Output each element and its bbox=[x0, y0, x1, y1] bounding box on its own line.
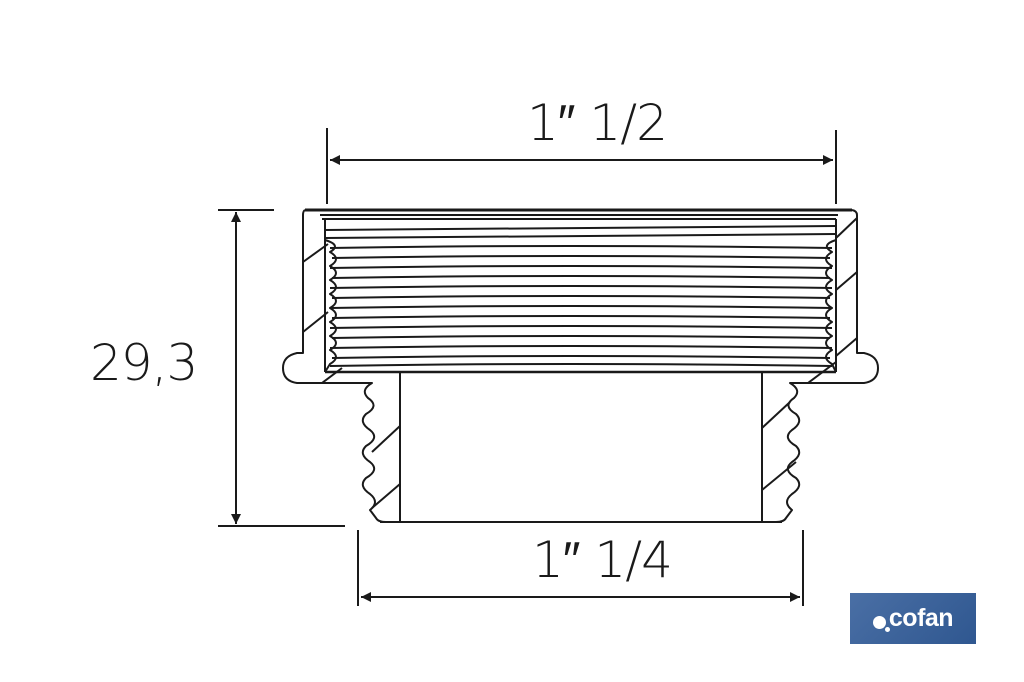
cofan-logo: cofan bbox=[850, 593, 976, 644]
dimension-label-height: 29,3 bbox=[90, 334, 198, 392]
dimension-label-top: 1″ 1/2 bbox=[527, 94, 668, 152]
dimension-top bbox=[326, 128, 837, 204]
dimension-left bbox=[218, 209, 345, 527]
logo-text: cofan bbox=[888, 604, 954, 632]
fitting-body bbox=[282, 208, 879, 523]
dimension-bottom bbox=[357, 530, 804, 606]
dimension-label-bottom: 1″ 1/4 bbox=[532, 531, 673, 589]
logo-mark-icon bbox=[872, 616, 890, 632]
